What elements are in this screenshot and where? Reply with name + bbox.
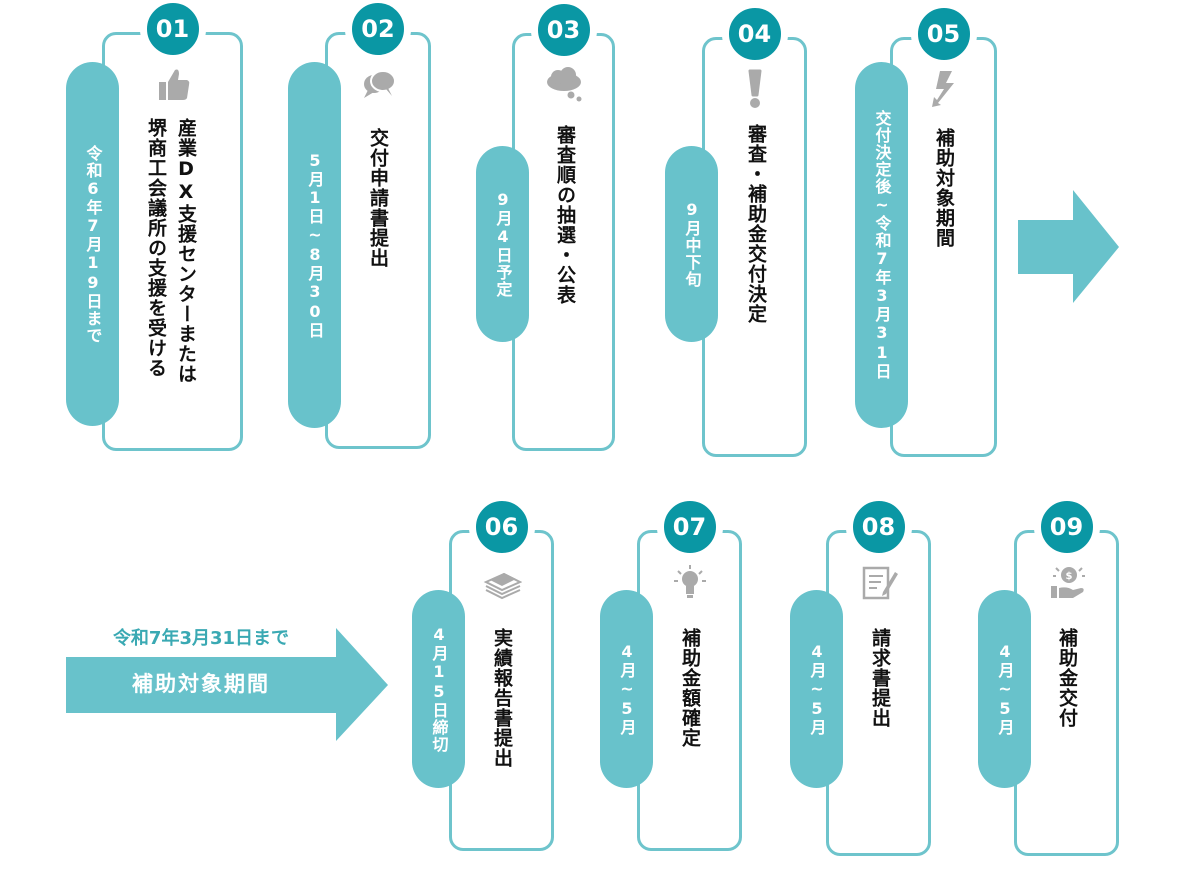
- step-title: 請求書提出: [869, 628, 891, 728]
- step-box: [1014, 530, 1119, 856]
- step-date: 9月4日予定: [493, 190, 513, 298]
- date-pill: 9月中下旬: [665, 146, 718, 342]
- speech-bubbles-icon: [364, 70, 396, 98]
- step-number: 06: [468, 494, 535, 560]
- date-pill: 4月~5月: [600, 590, 653, 788]
- step-date: 4月~5月: [807, 642, 827, 736]
- step-box: [325, 32, 431, 449]
- step-title: 審査順の抽選・公表: [554, 125, 576, 305]
- step-date: 4月15日締切: [429, 625, 449, 753]
- money-hand-icon: $: [1050, 567, 1085, 598]
- lightning-icon: [931, 71, 954, 107]
- svg-text:$: $: [1065, 571, 1072, 582]
- step-box: [102, 32, 243, 451]
- step-date: 4月~5月: [995, 642, 1015, 736]
- step-title: 補助金額確定: [679, 628, 701, 748]
- lightbulb-icon: [673, 565, 706, 598]
- date-pill: 4月~5月: [790, 590, 843, 788]
- step-number: 09: [1033, 494, 1100, 560]
- step-date: 4月~5月: [617, 642, 637, 736]
- date-pill: 4月~5月: [978, 590, 1031, 788]
- step-number: 01: [139, 0, 206, 62]
- exclamation-icon: [748, 69, 761, 108]
- step-number: 08: [845, 494, 912, 560]
- step-box: [449, 530, 554, 851]
- documents-icon: [483, 572, 522, 600]
- step-title: 補助対象期間: [933, 128, 955, 248]
- date-pill: 令和6年7月19日まで: [66, 62, 119, 426]
- form-edit-icon: [862, 566, 898, 600]
- period-arrow: [66, 628, 388, 741]
- step-number: 07: [656, 494, 723, 560]
- step-number: 02: [345, 0, 411, 62]
- step-title: 交付申請書提出: [367, 128, 389, 268]
- step-date: 令和6年7月19日まで: [83, 144, 103, 344]
- right-arrow-icon: [1018, 190, 1119, 303]
- step-number: 04: [721, 1, 788, 67]
- step-title: 補助金交付: [1056, 628, 1078, 728]
- date-pill: 5月1日~8月30日: [288, 62, 341, 428]
- period-label: 補助対象期間: [132, 672, 270, 696]
- step-title: 産業DX支援センターまたは: [175, 118, 197, 384]
- step-number: 03: [530, 0, 597, 63]
- step-title: 審査・補助金交付決定: [745, 124, 767, 324]
- step-title: 堺商工会議所の支援を受ける: [145, 118, 167, 378]
- period-deadline: 令和7年3月31日まで: [112, 628, 290, 649]
- thought-cloud-icon: [546, 67, 581, 102]
- step-date: 5月1日~8月30日: [305, 151, 325, 339]
- step-number: 05: [910, 1, 977, 67]
- step-date: 9月中下旬: [682, 200, 702, 288]
- date-pill: 9月4日予定: [476, 146, 529, 342]
- date-pill: 4月15日締切: [412, 590, 465, 788]
- step-date: 交付決定後~令和7年3月31日: [872, 110, 892, 380]
- thumbs-up-icon: [158, 69, 189, 100]
- date-pill: 交付決定後~令和7年3月31日: [855, 62, 908, 428]
- step-title: 実績報告書提出: [491, 628, 513, 768]
